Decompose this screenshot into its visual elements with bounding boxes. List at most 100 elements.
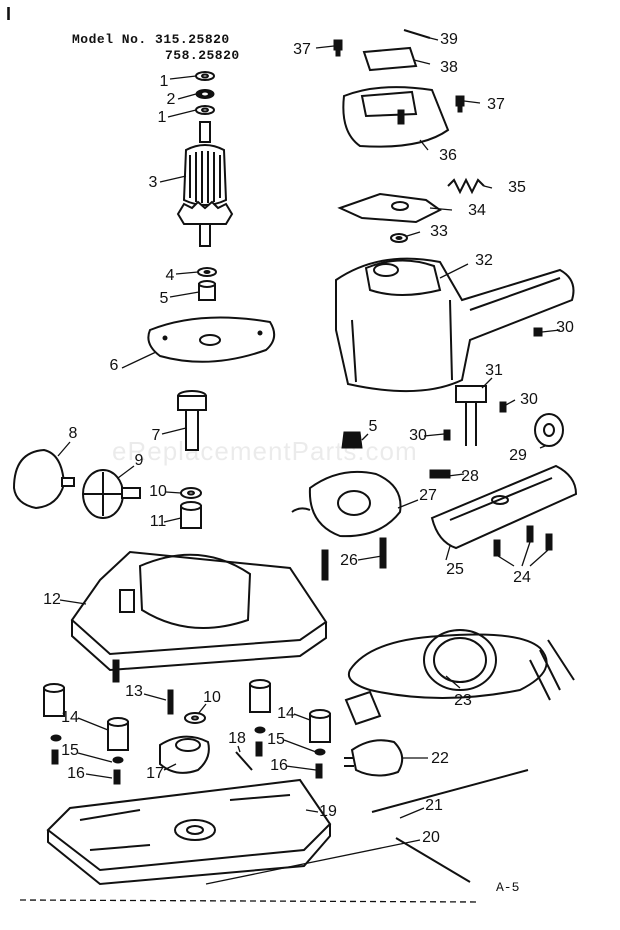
part-screw-16-left [51, 749, 121, 785]
model-number-line-1: Model No. 315.25820 [72, 32, 230, 47]
part-spring-35 [447, 177, 485, 195]
callout-11: 11 [149, 513, 167, 530]
part-screw-30-c [443, 429, 451, 441]
part-bushing-5b [341, 431, 363, 449]
callout-16: 16 [67, 765, 85, 782]
corner-mark: I [6, 4, 12, 24]
callout-37-right: 37 [487, 96, 505, 113]
callout-10: 10 [149, 483, 167, 500]
callout-30b: 30 [520, 391, 538, 408]
callout-19: 19 [319, 803, 337, 820]
callout-25: 25 [446, 561, 464, 578]
part-switch-31 [455, 385, 487, 446]
callout-37-left: 37 [293, 41, 311, 58]
part-bushing-11 [180, 501, 202, 529]
part-rod-20 [395, 837, 471, 883]
part-switch-plate [337, 192, 442, 224]
part-washer-4 [197, 267, 217, 277]
part-platen [46, 778, 332, 886]
callout-16b: 16 [270, 757, 288, 774]
part-screw-28 [429, 469, 451, 479]
part-washer-1b [195, 105, 215, 115]
callout-21: 21 [425, 797, 443, 814]
callout-24: 24 [513, 569, 531, 586]
part-screw-30-a [533, 327, 543, 337]
part-handle-cover [430, 464, 578, 550]
callout-34: 34 [468, 202, 486, 219]
part-bushing-5 [198, 280, 216, 301]
callout-17: 17 [146, 765, 164, 782]
model-number-line-2: 758.25820 [165, 48, 240, 63]
part-rod-21 [371, 769, 529, 813]
callout-31: 31 [485, 362, 503, 379]
callout-12: 12 [43, 591, 61, 608]
leader-lines [57, 37, 561, 885]
callout-10b: 10 [203, 689, 221, 706]
part-shaft [177, 390, 207, 451]
callout-18: 18 [228, 730, 246, 747]
part-foot-14-right [249, 679, 331, 743]
part-plug-22 [344, 739, 404, 777]
part-gear-29 [534, 413, 564, 447]
part-motor-housing [335, 257, 575, 393]
callout-5b: 5 [368, 418, 378, 435]
callout-29: 29 [509, 447, 527, 464]
callout-15: 15 [61, 742, 79, 759]
callout-2: 2 [166, 91, 176, 108]
part-screw-37-left [333, 39, 343, 57]
part-screw-37-right [455, 95, 465, 113]
callout-35: 35 [508, 179, 526, 196]
part-pad-clamp [159, 735, 210, 774]
part-knob [12, 448, 75, 510]
part-top-cover [342, 86, 450, 148]
watermark: eReplacementParts.com [112, 436, 418, 466]
callout-38: 38 [440, 59, 458, 76]
callout-28: 28 [461, 468, 479, 485]
callout-26: 26 [340, 552, 358, 569]
callout-7: 7 [151, 427, 161, 444]
part-screw-30-b [499, 401, 507, 413]
part-pin-18 [235, 751, 253, 771]
part-foot-14-left [43, 683, 129, 751]
callout-27: 27 [419, 487, 437, 504]
part-screws-24 [493, 525, 553, 557]
part-washer-15-right [254, 726, 326, 756]
callout-13: 13 [125, 683, 143, 700]
callout-20: 20 [422, 829, 440, 846]
callout-14: 14 [61, 709, 79, 726]
part-washer-15-left [50, 734, 124, 764]
part-screw-13 [112, 659, 174, 715]
callout-9: 9 [134, 452, 144, 469]
part-label-38 [362, 46, 418, 72]
page-code: A-5 [496, 880, 520, 895]
part-washer-1 [195, 71, 215, 81]
callout-22: 22 [431, 750, 449, 767]
part-washer-10 [180, 487, 202, 499]
part-housing-base [70, 550, 328, 672]
callout-3: 3 [148, 174, 158, 191]
callout-4: 4 [165, 267, 175, 284]
callout-1: 1 [159, 73, 169, 90]
part-screws-26 [321, 537, 387, 581]
callout-6: 6 [109, 357, 119, 374]
part-bearing-plate [147, 316, 276, 363]
part-screw-16-right [255, 741, 323, 779]
callout-36: 36 [439, 147, 457, 164]
part-screw-39 [403, 29, 431, 39]
callout-39: 39 [440, 31, 458, 48]
part-armature [176, 121, 234, 247]
callout-1b: 1 [157, 109, 167, 126]
callout-8: 8 [68, 425, 78, 442]
part-power-cord [344, 629, 575, 726]
part-washer-10b [184, 712, 206, 724]
callout-30: 30 [556, 319, 574, 336]
callout-32: 32 [475, 252, 493, 269]
callout-5: 5 [159, 290, 169, 307]
part-washer-33 [390, 233, 408, 243]
callout-23: 23 [454, 692, 472, 709]
callout-30c: 30 [409, 427, 427, 444]
callout-33: 33 [430, 223, 448, 240]
bottom-edge-line [19, 899, 481, 903]
callout-15b: 15 [267, 731, 285, 748]
